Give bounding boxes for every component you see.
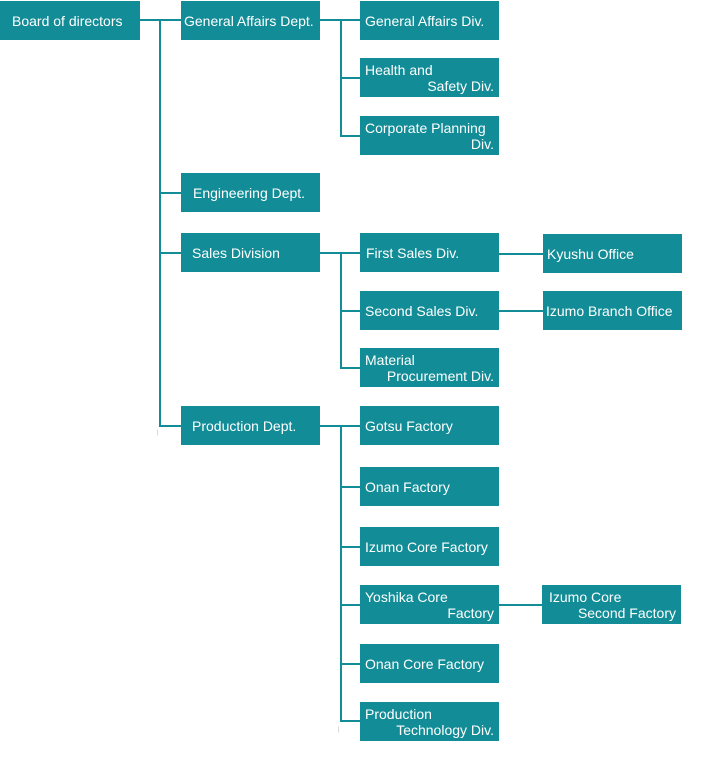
corporate-planning-div-line2: Div. [470, 135, 494, 152]
connector-to-sales [159, 252, 181, 254]
connector-to-production-technology [340, 720, 360, 722]
production-technology-div-line2: Technology Div. [396, 721, 494, 738]
izumo-core-second-factory-line2: Second Factory [577, 604, 676, 621]
trunk-tick-mark: | [157, 430, 159, 436]
trunk-tick-mark: | [338, 727, 340, 733]
second-sales-div-box: Second Sales Div. [360, 291, 499, 330]
material-procurement-div-line2: Procurement Div. [386, 367, 494, 384]
connector-second-sales-to-izumo-branch [499, 310, 543, 312]
second-sales-div-label: Second Sales Div. [365, 302, 479, 319]
yoshika-core-factory-box: Yoshika Core Factory [360, 585, 499, 624]
production-dept-box: Production Dept. [181, 406, 320, 445]
general-affairs-dept-label: General Affairs Dept. [184, 12, 314, 29]
production-dept-label: Production Dept. [192, 417, 297, 434]
izumo-branch-office-box: Izumo Branch Office [543, 291, 682, 330]
engineering-dept-label: Engineering Dept. [193, 184, 306, 201]
onan-factory-box: Onan Factory [360, 467, 499, 506]
health-safety-div-box: Health and Safety Div. [360, 58, 499, 97]
connector-to-onan-core-factory [340, 663, 360, 665]
production-technology-div-box: Production Technology Div. [360, 702, 499, 741]
connector-to-material-procurement [340, 367, 360, 369]
board-of-directors-box: Board of directors [0, 1, 140, 40]
material-procurement-div-box: Material Procurement Div. [360, 348, 499, 387]
gotsu-factory-box: Gotsu Factory [360, 406, 499, 445]
izumo-core-factory-box: Izumo Core Factory [360, 527, 499, 566]
connector-to-health-safety [340, 77, 360, 79]
connector-production-trunk [340, 425, 342, 721]
connector-to-corporate-planning [340, 135, 360, 137]
yoshika-core-factory-line2: Factory [447, 604, 494, 621]
general-affairs-div-label: General Affairs Div. [365, 12, 485, 29]
material-procurement-div-line1: Material [365, 351, 415, 368]
connector-to-second-sales [340, 310, 360, 312]
kyushu-office-box: Kyushu Office [543, 234, 682, 273]
connector-to-production [159, 425, 181, 427]
connector-to-izumo-core-factory [340, 546, 360, 548]
yoshika-core-factory-line1: Yoshika Core [365, 588, 448, 605]
corporate-planning-div-line1: Corporate Planning [365, 119, 486, 136]
general-affairs-dept-box: General Affairs Dept. [181, 1, 320, 40]
first-sales-div-label: First Sales Div. [366, 244, 460, 261]
izumo-core-second-factory-box: Izumo Core Second Factory [542, 585, 681, 624]
connector-to-engineering [159, 192, 181, 194]
health-safety-div-line1: Health and [365, 61, 433, 78]
onan-factory-label: Onan Factory [365, 478, 450, 495]
onan-core-factory-label: Onan Core Factory [365, 655, 485, 672]
corporate-planning-div-box: Corporate Planning Div. [360, 116, 499, 155]
health-safety-div-line2: Safety Div. [427, 77, 494, 94]
kyushu-office-label: Kyushu Office [547, 245, 634, 262]
general-affairs-div-box: General Affairs Div. [360, 1, 499, 40]
connector-first-sales-to-kyushu [499, 253, 543, 255]
engineering-dept-box: Engineering Dept. [181, 173, 320, 212]
connector-yoshika-to-izumo-second [499, 604, 542, 606]
connector-dept-trunk [159, 19, 161, 426]
connector-to-onan-factory [340, 486, 360, 488]
sales-division-label: Sales Division [192, 244, 280, 261]
sales-division-box: Sales Division [181, 233, 320, 272]
gotsu-factory-label: Gotsu Factory [365, 417, 453, 434]
izumo-core-second-factory-line1: Izumo Core [549, 588, 622, 605]
board-of-directors-label: Board of directors [12, 12, 123, 29]
izumo-branch-office-label: Izumo Branch Office [546, 302, 673, 319]
onan-core-factory-box: Onan Core Factory [360, 644, 499, 683]
connector-to-yoshika-core-factory [340, 604, 360, 606]
first-sales-div-box: First Sales Div. [360, 233, 499, 272]
izumo-core-factory-label: Izumo Core Factory [365, 538, 488, 555]
production-technology-div-line1: Production [365, 705, 432, 722]
